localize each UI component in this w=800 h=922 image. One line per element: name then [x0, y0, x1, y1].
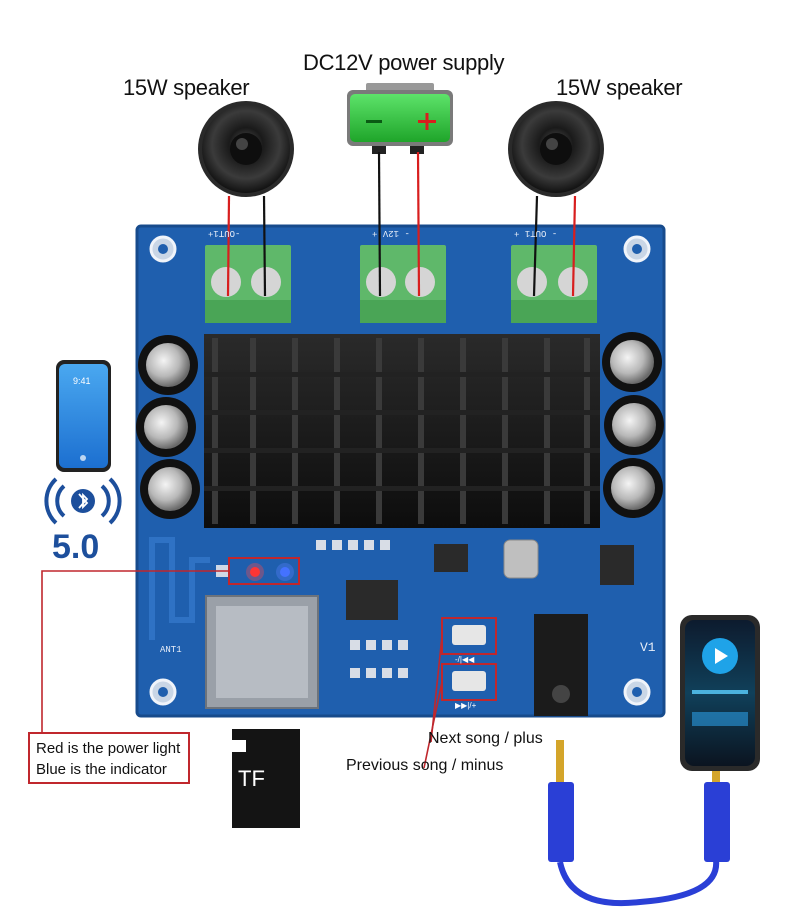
indicator-led: [280, 567, 290, 577]
middle-terminal-label: - 12V +: [372, 228, 410, 238]
audio-cable: [548, 740, 730, 907]
prev-button-label: -/|◀◀: [455, 655, 475, 664]
next-song-label: Next song / plus: [428, 730, 543, 747]
bluetooth-version: 5.0: [52, 528, 100, 566]
mp3-player-icon: [680, 615, 760, 771]
tf-card-text: TF: [238, 766, 265, 791]
next-button-label: ▶▶|/+: [455, 701, 477, 710]
right-speaker-label: 15W speaker: [556, 75, 683, 100]
heatsink: [204, 334, 600, 528]
right-terminal-label: - OUT1 +: [514, 228, 558, 238]
smartphone-icon: [56, 360, 111, 472]
power-supply-label: DC12V power supply: [303, 50, 505, 75]
tf-card-icon: [232, 729, 300, 828]
left-terminal-block: [205, 245, 291, 323]
previous-song-label: Previous song / minus: [346, 757, 504, 774]
middle-terminal-block: [360, 245, 446, 323]
antenna-trace: [149, 537, 210, 640]
indicator-label: Blue is the indicator: [36, 761, 167, 778]
power-light-label: Red is the power light: [36, 740, 181, 757]
battery-icon: [347, 83, 453, 154]
power-led: [250, 567, 260, 577]
bluetooth-icon: [44, 477, 122, 525]
right-terminal-block: [511, 245, 597, 323]
left-terminal-label: -OUT1+: [208, 228, 241, 238]
phone-time: 9:41: [73, 376, 91, 386]
right-speaker-icon: [508, 101, 604, 197]
left-speaker-icon: [198, 101, 294, 197]
board-version: V1: [640, 640, 656, 655]
led-callout-box: Red is the power light Blue is the indic…: [28, 732, 190, 784]
callout-lines: [41, 570, 443, 769]
audio-jack: [534, 614, 588, 716]
antenna-label: ANT1: [160, 645, 182, 655]
tf-card-slot: [205, 595, 319, 709]
left-speaker-label: 15W speaker: [123, 75, 250, 100]
capacitors: [136, 332, 664, 519]
